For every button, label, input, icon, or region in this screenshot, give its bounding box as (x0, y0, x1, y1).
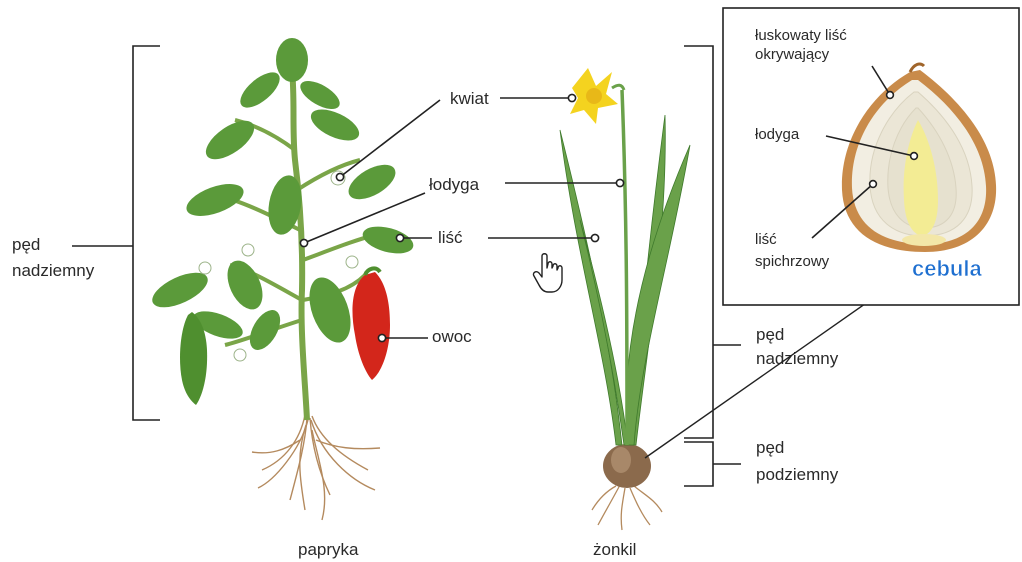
storage-leaf-label-line1: liść (755, 231, 777, 248)
stem-dot-daffodil (616, 179, 623, 186)
flower-dot-daffodil (568, 94, 575, 101)
daffodil-above-ground-bracket (684, 46, 713, 438)
pepper-plant-illustration (147, 38, 416, 520)
above-ground-shoot-label-line1-left: pęd (12, 235, 40, 254)
onion-inset-panel: łuskowaty liść okrywający łodyga liść sp… (723, 8, 1019, 305)
red-pepper-fruit (352, 272, 390, 380)
stem-label: łodyga (429, 175, 480, 194)
onion-stem-dot (911, 153, 918, 160)
daffodil-stem (622, 90, 627, 445)
leaf-dot-daffodil (591, 234, 598, 241)
daffodil-roots (592, 485, 662, 530)
underground-shoot-label-line1: pęd (756, 438, 784, 457)
underground-shoot-label-line2: podziemny (756, 465, 839, 484)
daffodil-bulb-highlight (611, 447, 631, 473)
protective-scale-leaf-label-line1: łuskowaty liść (755, 27, 847, 44)
flower-dot-pepper (336, 173, 343, 180)
daffodil-illustration (560, 68, 690, 530)
pepper-roots (252, 415, 380, 520)
onion-stem-label: łodyga (755, 126, 800, 143)
scale-leaf-dot (887, 92, 894, 99)
leaf-label: liść (438, 228, 463, 247)
leaf-dot-pepper (396, 234, 403, 241)
daffodil-caption: żonkil (593, 540, 636, 559)
onion-title-label: cebula (912, 256, 982, 281)
above-ground-shoot-label-line2-left: nadziemny (12, 261, 95, 280)
protective-scale-leaf-label-line2: okrywający (755, 46, 830, 63)
daffodil-flower (570, 68, 624, 124)
pepper-caption: papryka (298, 540, 359, 559)
above-ground-shoot-label-line1-right: pęd (756, 325, 784, 344)
stem-dot-pepper (300, 239, 307, 246)
daffodil-underground-bracket (684, 442, 713, 486)
storage-leaf-dot (870, 181, 877, 188)
hand-pointer-icon (533, 254, 562, 292)
flower-label: kwiat (450, 89, 489, 108)
fruit-dot (378, 334, 385, 341)
storage-leaf-label-line2: spichrzowy (755, 253, 830, 270)
left-shoot-bracket (133, 46, 160, 420)
fruit-label: owoc (432, 327, 472, 346)
